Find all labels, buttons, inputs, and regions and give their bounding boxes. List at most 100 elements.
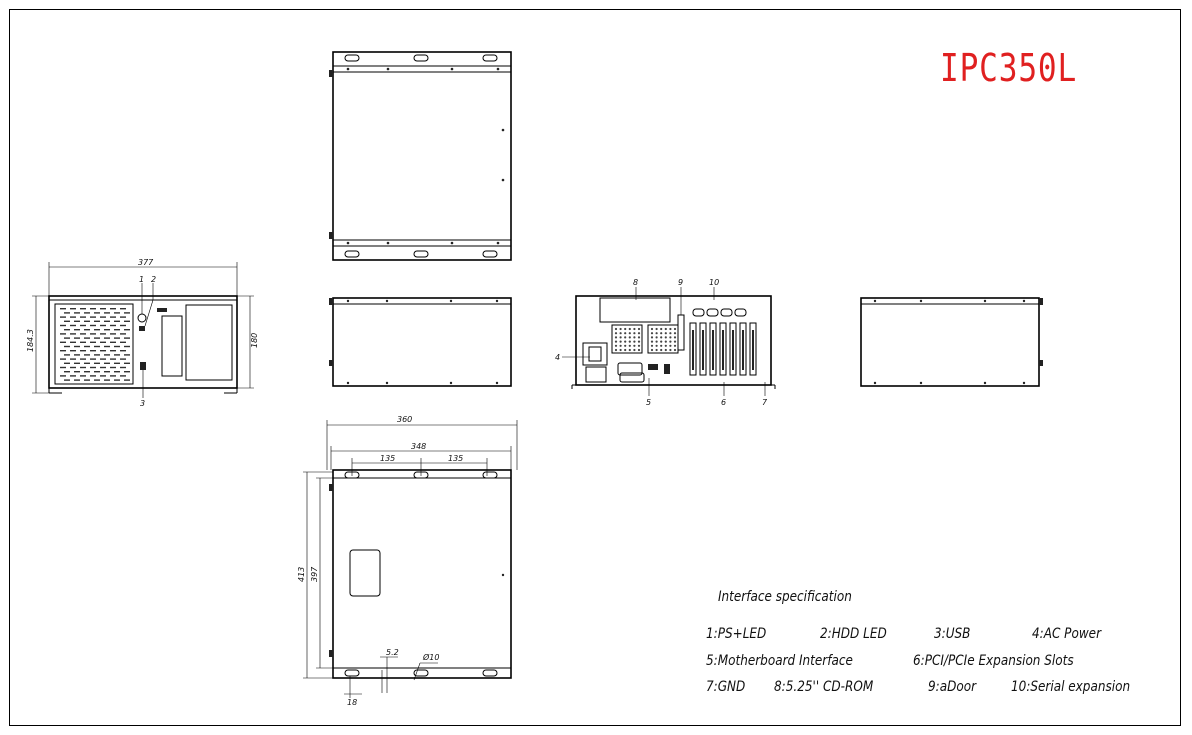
fan-hole	[669, 336, 672, 339]
fan-hole	[673, 340, 677, 343]
vent-slot	[74, 312, 80, 314]
fan-hole	[619, 327, 622, 331]
fan-hole	[628, 344, 631, 347]
vent-slot	[124, 371, 130, 373]
expansion-slot-cutout	[722, 330, 724, 370]
bottom-span-right-dim: 135	[448, 454, 463, 463]
fan-hole	[673, 327, 677, 331]
vent-slot	[84, 337, 90, 339]
fan-hole	[664, 348, 667, 352]
vent-slot	[94, 371, 100, 373]
fan-hole	[650, 344, 654, 347]
fan-hole	[633, 332, 636, 335]
serial-port	[720, 308, 733, 317]
vent-slot	[74, 354, 80, 356]
spec-item-1: 1:PS+LED	[706, 626, 767, 642]
vent-slot	[84, 329, 90, 331]
vent-slot	[70, 375, 76, 377]
vent-slot	[100, 350, 106, 352]
vent-slot	[84, 320, 90, 322]
rear-view: 8 9 10 4 5 6 7	[555, 278, 776, 407]
expansion-slots	[689, 322, 757, 376]
spec-item-8: 8:5.25'' CD-ROM	[774, 679, 874, 695]
expansion-slot	[689, 322, 697, 376]
vent-slot	[104, 379, 110, 381]
front-callout-2: 2	[151, 275, 156, 284]
vent-slot	[124, 362, 130, 364]
vent-slot	[90, 324, 96, 327]
vent-slot	[80, 316, 86, 318]
fan-hole	[669, 344, 672, 347]
fan-hole	[660, 344, 663, 347]
vent-slot	[74, 371, 80, 373]
fan-hole	[619, 344, 622, 347]
vent-slot	[90, 341, 96, 343]
fan-hole	[637, 327, 641, 331]
vent-slot	[124, 312, 130, 314]
side-view-left	[329, 297, 512, 387]
fan-hole	[669, 340, 672, 343]
vent-slot	[100, 324, 106, 327]
vent-slot	[114, 329, 120, 331]
expansion-slot-cutout	[732, 330, 734, 370]
vent-slot	[120, 316, 126, 318]
fan-hole	[655, 340, 658, 343]
vent-slot	[114, 320, 120, 322]
vent-slot	[124, 320, 130, 322]
vent-slot	[80, 308, 86, 310]
vent-slot	[94, 320, 100, 322]
vent-slot	[90, 358, 96, 360]
vent-slot	[90, 333, 96, 335]
fan-hole	[624, 340, 627, 343]
vent-slot	[80, 375, 86, 377]
fan-hole	[628, 348, 631, 352]
fan-hole	[619, 332, 622, 335]
bottom-hole-diameter-dim: Ø10	[422, 652, 439, 662]
vent-slot	[60, 358, 66, 360]
front-callout-3: 3	[140, 399, 145, 408]
vent-slot	[84, 362, 90, 364]
vent-slot	[74, 345, 80, 348]
vent-slot	[114, 337, 120, 339]
vent-slot	[100, 358, 106, 360]
top-view	[329, 51, 512, 261]
fan-hole	[673, 332, 677, 335]
fan-hole	[664, 327, 667, 331]
fan-hole	[628, 340, 631, 343]
serial-port	[692, 308, 705, 317]
side-view-right	[860, 297, 1043, 387]
fan-hole	[669, 327, 672, 331]
vent-slot	[70, 316, 76, 318]
fan-hole	[637, 336, 641, 339]
fan-hole	[669, 348, 672, 352]
vent-slot	[70, 341, 76, 343]
vent-slot	[84, 345, 90, 348]
vent-slot	[84, 354, 90, 356]
fan-hole	[655, 336, 658, 339]
vent-slot	[90, 375, 96, 377]
fan-hole	[619, 340, 622, 343]
vent-slot	[104, 362, 110, 364]
front-view: 377 184.3 180 1 2 3	[26, 258, 259, 408]
spec-item-3: 3:USB	[934, 626, 971, 642]
vent-slot	[64, 354, 70, 356]
front-callout-1: 1	[139, 275, 144, 284]
fan-hole	[660, 340, 663, 343]
vent-slot	[64, 320, 70, 322]
model-title: IPC350L	[940, 46, 1078, 90]
vent-slot	[104, 371, 110, 373]
vent-slot	[104, 320, 110, 322]
fan-hole	[628, 336, 631, 339]
fan-hole	[633, 344, 636, 347]
fan-hole	[660, 336, 663, 339]
vent-slot	[110, 375, 116, 377]
bottom-width-inner-dim: 348	[411, 442, 426, 451]
vent-slot	[64, 379, 70, 381]
expansion-slot-cutout	[742, 330, 744, 370]
front-height-left-dim: 184.3	[26, 329, 35, 352]
vent-slot	[64, 329, 70, 331]
fan-hole	[624, 348, 627, 352]
vent-slot	[60, 324, 66, 327]
rear-callout-4: 4	[555, 353, 560, 362]
vent-slot	[94, 329, 100, 331]
